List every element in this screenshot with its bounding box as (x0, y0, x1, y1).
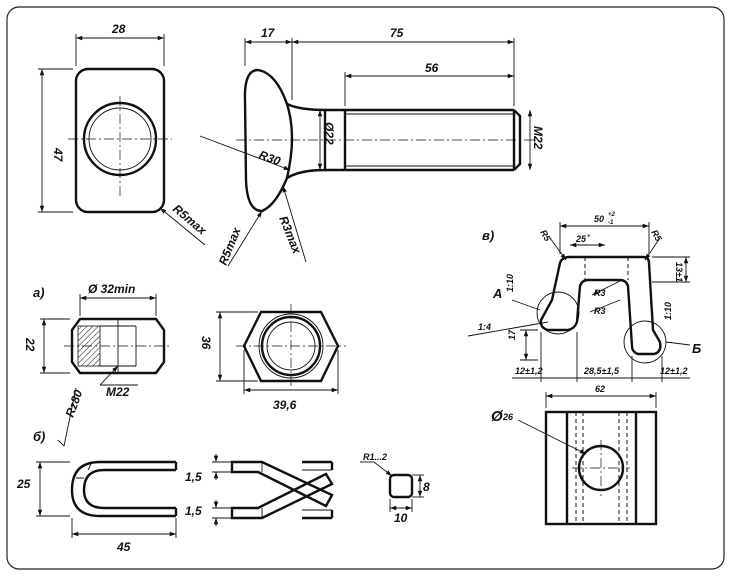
dim-slope-bottom: 1:4 (478, 322, 491, 332)
dim-slope-top: 1:10 (505, 274, 515, 292)
washer-section-profile: R1...2 8 10 (360, 452, 430, 525)
dim-section-radius: R1...2 (363, 452, 387, 462)
dim-leg-left: 12±1,2 (515, 366, 542, 376)
dim-clamp-inner-width: 25 (575, 234, 587, 244)
dim-chamfer-diameter: Ø 32min (88, 282, 135, 296)
clamp-plan-outline (544, 410, 658, 526)
dim-nut-thread: M22 (106, 385, 130, 399)
section-v-label: в) (482, 228, 494, 243)
dim-clamp-top-tol-upper: +2 (608, 212, 616, 218)
dim-washer-width: 45 (116, 540, 131, 554)
bolt-head-outline (74, 67, 166, 214)
dim-step-top: 1,5 (185, 470, 202, 484)
dim-washer-height: 25 (16, 477, 31, 491)
dim-section-height: 8 (423, 480, 430, 494)
section-a-label: а) (33, 285, 45, 300)
detail-label-a: А (492, 286, 502, 301)
dim-step-bottom: 1,5 (185, 504, 202, 518)
dim-nut-height: 22 (23, 337, 37, 352)
washer-section-rect (388, 473, 414, 499)
nut-outline (70, 317, 166, 375)
dim-clamp-inner-tol: + (587, 234, 591, 240)
dim-clamp-top-tol-lower: -1 (608, 220, 614, 226)
dim-flange-height: 13±1 (674, 262, 684, 282)
dim-shank-diameter: Ø22 (322, 122, 336, 145)
dim-plan-width: 62 (595, 384, 605, 394)
detail-label-b: Б (692, 341, 701, 356)
clamp-plan-view: 62 Ø 26 (491, 384, 658, 526)
dim-leg-right: 12±1,2 (660, 366, 687, 376)
dim-thread-length: 56 (425, 61, 439, 75)
dim-slot-width: 28,5±1,5 (583, 366, 620, 376)
section-b-label: б) (33, 429, 45, 444)
dim-slope-side: 1:10 (663, 302, 673, 320)
dim-across-flats: 36 (199, 336, 213, 350)
dim-section-width: 10 (394, 511, 408, 525)
bolt-head-view: 28 47 R5max (38, 22, 210, 246)
detail-circle-a (536, 291, 580, 335)
dim-clamp-r3-top: R3 (594, 288, 606, 298)
clamp-front-view: в) 50 +2 -1 25 + R5 R5 R3 R3 1:10 1:10 1… (467, 212, 701, 382)
dim-head-height: 47 (51, 147, 65, 163)
dim-hole-diameter: 26 (502, 412, 514, 422)
dim-hole-symbol: Ø (491, 408, 504, 425)
dim-leg-height: 17 (507, 329, 517, 340)
spring-washer-view: б) 25 45 (16, 429, 178, 554)
spring-washer-edge-view: 1,5 1,5 (185, 454, 334, 526)
drawing-frame (6, 6, 725, 570)
dim-head-width: 28 (111, 22, 126, 36)
dim-across-corners: 39,6 (273, 398, 297, 412)
dim-clamp-r3-bottom: R3 (594, 306, 606, 316)
dim-head-length: 17 (261, 26, 276, 40)
dim-thread-size: M22 (531, 126, 545, 150)
nut-top-view: 36 39,6 (199, 304, 346, 412)
dim-clamp-top-width: 50 (594, 214, 604, 224)
dim-overall-length: 75 (390, 26, 404, 40)
